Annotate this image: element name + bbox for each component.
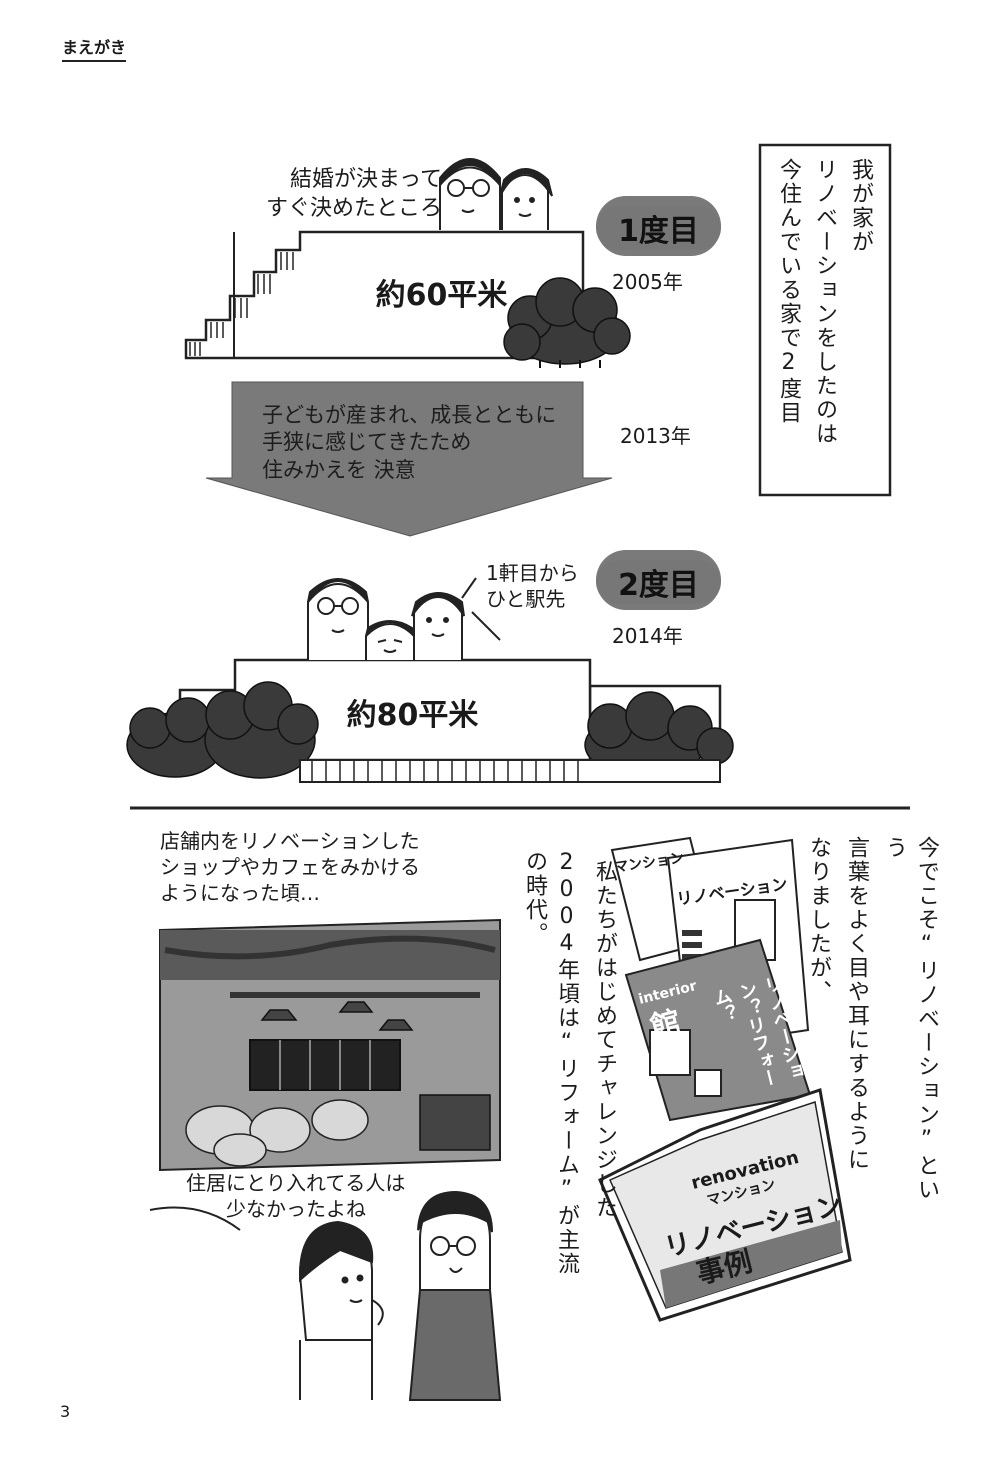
dialogue-line: 住居にとり入れてる人は <box>186 1171 406 1195</box>
first-house-drawing <box>184 158 631 368</box>
transition-text: 子どもが産まれ、成長とともに 手狭に感じてきたため 住みかえを 決意 <box>262 402 592 484</box>
vertical-text-right: 今でこそ“リノベーション”という 言葉をよく目や耳にするように なりましたが、 <box>802 836 942 1216</box>
note-line: リノベーションをしたのは <box>812 158 837 446</box>
shop-caption-line: ようになった頃… <box>160 881 320 905</box>
vertical-text-middle: 私たちがはじめてチャレンジした 2004年頃は“リフォーム”が主流の時代。 <box>518 850 620 1290</box>
shop-caption-line: ショップやカフェをみかける <box>160 855 420 879</box>
first-caption-line: すぐ決めたところ <box>265 195 442 221</box>
shop-caption: 店舗内をリノベーションした ショップやカフェをみかける ようになった頃… <box>160 828 420 906</box>
vertical-line: 私たちがはじめてチャレンジした <box>592 860 617 1220</box>
second-house-drawing <box>126 577 734 783</box>
transition-line: 子どもが産まれ、成長とともに <box>262 403 557 427</box>
boxed-note: 我が家が リノベーションをしたのは 今住んでいる家で2度目 <box>772 158 876 488</box>
magazines-drawing <box>598 836 852 1322</box>
badge-first: 1度目 <box>596 206 721 250</box>
year-2014: 2014年 <box>612 624 683 648</box>
transition-line: 手狭に感じてきたため <box>262 430 472 455</box>
area-first: 約60平米 <box>375 278 508 313</box>
badge-second: 2度目 <box>596 560 721 604</box>
transition-line: 住みかえを 決意 <box>262 457 416 482</box>
note-box-frame <box>758 143 892 497</box>
year-2005: 2005年 <box>612 270 683 294</box>
shop-caption-line: 店舗内をリノベーションした <box>160 829 420 853</box>
first-caption-line: 結婚が決まって <box>289 167 442 192</box>
year-2013: 2013年 <box>620 424 691 448</box>
note-line: 我が家が <box>848 158 873 254</box>
vertical-line: なりましたが、 <box>806 836 831 1004</box>
page-number: 3 <box>60 1402 71 1421</box>
page-header: まえがき <box>62 34 127 62</box>
second-caption: 1軒目から ひと駅先 <box>486 560 579 612</box>
second-caption-line: ひと駅先 <box>486 587 566 611</box>
vertical-line: 2004年頃は“リフォーム”が主流の時代。 <box>522 850 579 1276</box>
couple-talking-drawing <box>149 1190 502 1401</box>
shop-interior-drawing <box>159 918 501 1172</box>
vertical-line: 言葉をよく目や耳にするように <box>844 836 869 1172</box>
down-arrow-drawing <box>205 381 613 537</box>
area-second: 約80平米 <box>346 698 479 733</box>
note-line: 今住んでいる家で2度目 <box>776 158 801 425</box>
dialogue-bubble: 住居にとり入れてる人は 少なかったよね <box>186 1170 405 1222</box>
vertical-line: 今でこそ“リノベーション”という <box>882 836 939 1202</box>
first-caption: 結婚が決まって すぐ決めたところ <box>262 166 442 223</box>
second-caption-line: 1軒目から <box>486 561 579 585</box>
dialogue-line: 少なかったよね <box>226 1197 366 1221</box>
